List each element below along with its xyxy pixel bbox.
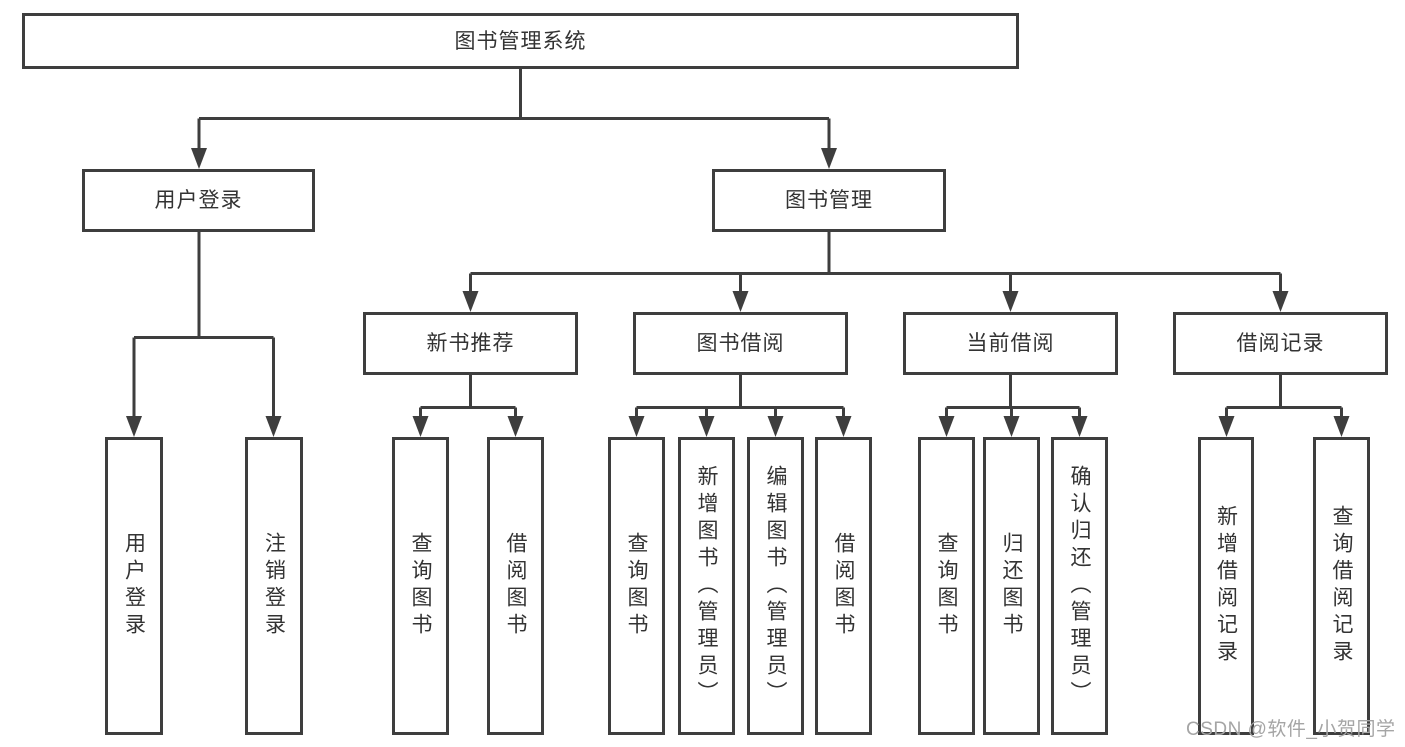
leaf-edit-book-admin: 编辑图书（管理员）	[747, 437, 804, 735]
node-user-login: 用户登录	[82, 169, 315, 232]
root-node-library-management-system: 图书管理系统	[22, 13, 1019, 69]
leaf-borrow-books: 借阅图书	[815, 437, 872, 735]
node-new-book-recommend: 新书推荐	[363, 312, 578, 375]
leaf-add-borrow-record: 新增借阅记录	[1198, 437, 1254, 735]
leaf-return-book: 归还图书	[983, 437, 1040, 735]
leaf-user-login: 用户登录	[105, 437, 163, 735]
leaf-confirm-return-admin: 确认归还（管理员）	[1051, 437, 1108, 735]
arrowheads	[126, 148, 1350, 437]
node-book-management: 图书管理	[712, 169, 946, 232]
node-borrow-records: 借阅记录	[1173, 312, 1388, 375]
leaf-query-books-borrow: 查询图书	[608, 437, 665, 735]
leaf-query-books-recommend: 查询图书	[392, 437, 449, 735]
node-current-borrow: 当前借阅	[903, 312, 1118, 375]
node-book-borrow: 图书借阅	[633, 312, 848, 375]
leaf-query-books-current: 查询图书	[918, 437, 975, 735]
leaf-borrow-books-recommend: 借阅图书	[487, 437, 544, 735]
leaf-query-borrow-record: 查询借阅记录	[1313, 437, 1370, 735]
leaf-add-book-admin: 新增图书（管理员）	[678, 437, 735, 735]
csdn-watermark: CSDN @软件_小贺同学	[1186, 719, 1396, 740]
leaf-logout-login: 注销登录	[245, 437, 303, 735]
